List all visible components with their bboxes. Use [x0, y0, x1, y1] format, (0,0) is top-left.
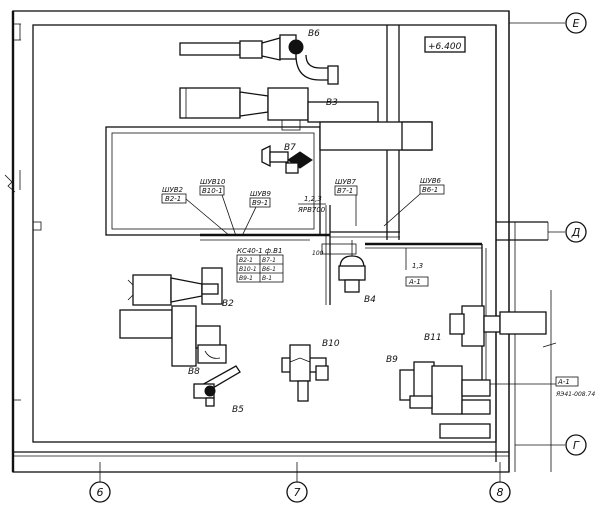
axis-g-circle [565, 434, 587, 456]
equipment-v4: В4 [338, 240, 376, 305]
ks40-r1c2: В7-1 [262, 257, 276, 264]
box-123: 1,2,3 ЯРВ700 [297, 195, 326, 214]
axis-7-circle [286, 481, 308, 503]
equipment-v4-label: В4 [364, 295, 376, 305]
axis-e-label: Е [573, 17, 580, 30]
axis-d-label: Д [571, 226, 581, 239]
cable-trays [200, 205, 556, 385]
equipment-v11-label: В11 [424, 333, 442, 343]
axis-markers: Е Д Г 6 7 8 [89, 12, 587, 503]
ks40-r3c1: В9-1 [239, 275, 253, 282]
equipment-v10: В10 [281, 339, 340, 402]
box-shuv10: ШУВ10 В10-1 [199, 178, 237, 237]
box-13-title: 1,3 [412, 262, 423, 270]
equipment-v8: В8 [119, 305, 227, 377]
box-shuv7-title: ШУВ7 [335, 178, 357, 186]
equipment-v10-label: В10 [322, 339, 340, 349]
box-shuv6-title: ШУВ6 [420, 177, 442, 185]
axis-e-circle [565, 12, 587, 34]
box-shuv9-code: В9-1 [252, 199, 268, 207]
equipment-v5-label: В5 [232, 405, 244, 415]
equipment-v5: В5 [193, 365, 244, 415]
equipment-v7-label: В7 [284, 143, 296, 153]
ks40-r1c1: В2-1 [239, 257, 253, 264]
box-shuv9: ШУВ9 В9-1 [241, 190, 272, 237]
axis-g-label: Г [573, 439, 580, 452]
equipment-v6: В6 [179, 29, 339, 85]
equipment-v8-label: В8 [188, 367, 200, 377]
box-shuv9-title: ШУВ9 [250, 190, 272, 198]
box-ks40: КС40-1 ф.В1 В2-1 В7-1 В10-1 В6-1 В9-1 В-… [236, 247, 284, 283]
axis-8-label: 8 [497, 486, 504, 499]
small-100-label: 100 [312, 250, 324, 257]
box-yav-sub: ЯЭ41-008.74 [555, 391, 595, 398]
equipment-v9: В9 [386, 355, 491, 439]
box-123-title: 1,2,3 [304, 195, 322, 203]
box-shuv7-code: В7-1 [337, 187, 353, 195]
box-shuv7: ШУВ7 В7-1 [334, 178, 358, 226]
box-13-code: А-1 [408, 278, 421, 286]
axis-8-circle [489, 481, 511, 503]
ks40-r3c2: В-1 [262, 275, 272, 282]
elevation-label: +6.400 [428, 42, 462, 52]
ks40-r2c2: В6-1 [262, 266, 276, 273]
axis-6-circle [89, 481, 111, 503]
equipment-v3-label: В3 [326, 98, 338, 108]
box-shuv2: ШУВ2 В2-1 [161, 186, 231, 237]
box-yav: А-1 ЯЭ41-008.74 [555, 376, 595, 398]
ks40-r2c1: В10-1 [239, 266, 257, 273]
equipment-v9-label: В9 [386, 355, 398, 365]
axis-6-label: 6 [97, 486, 104, 499]
small-100-text: 100 [312, 250, 324, 257]
box-shuv6: ШУВ6 В6-1 [383, 177, 445, 227]
box-13: 1,3 А-1 [405, 248, 429, 287]
box-shuv2-code: В2-1 [165, 195, 181, 203]
box-ks40-title: КС40-1 ф.В1 [237, 247, 282, 255]
axis-7-label: 7 [294, 486, 301, 499]
equipment-v2-label: В2 [222, 299, 234, 309]
box-yav-code: А-1 [557, 378, 570, 386]
box-shuv2-title: ШУВ2 [162, 186, 184, 194]
equipment-v7: В7 [261, 143, 313, 174]
box-shuv10-code: В10-1 [202, 187, 223, 195]
elevation-mark: +6.400 [424, 36, 466, 53]
box-shuv6-code: В6-1 [422, 186, 438, 194]
equipment-v11: В11 [424, 305, 547, 347]
box-shuv10-title: ШУВ10 [200, 178, 226, 186]
equipment-v2: В2 [127, 267, 234, 309]
axis-d-circle [565, 221, 587, 243]
box-123-code: ЯРВ700 [297, 206, 326, 214]
equipment-v3: В3 [179, 87, 433, 151]
equipment-v6-label: В6 [308, 29, 320, 39]
